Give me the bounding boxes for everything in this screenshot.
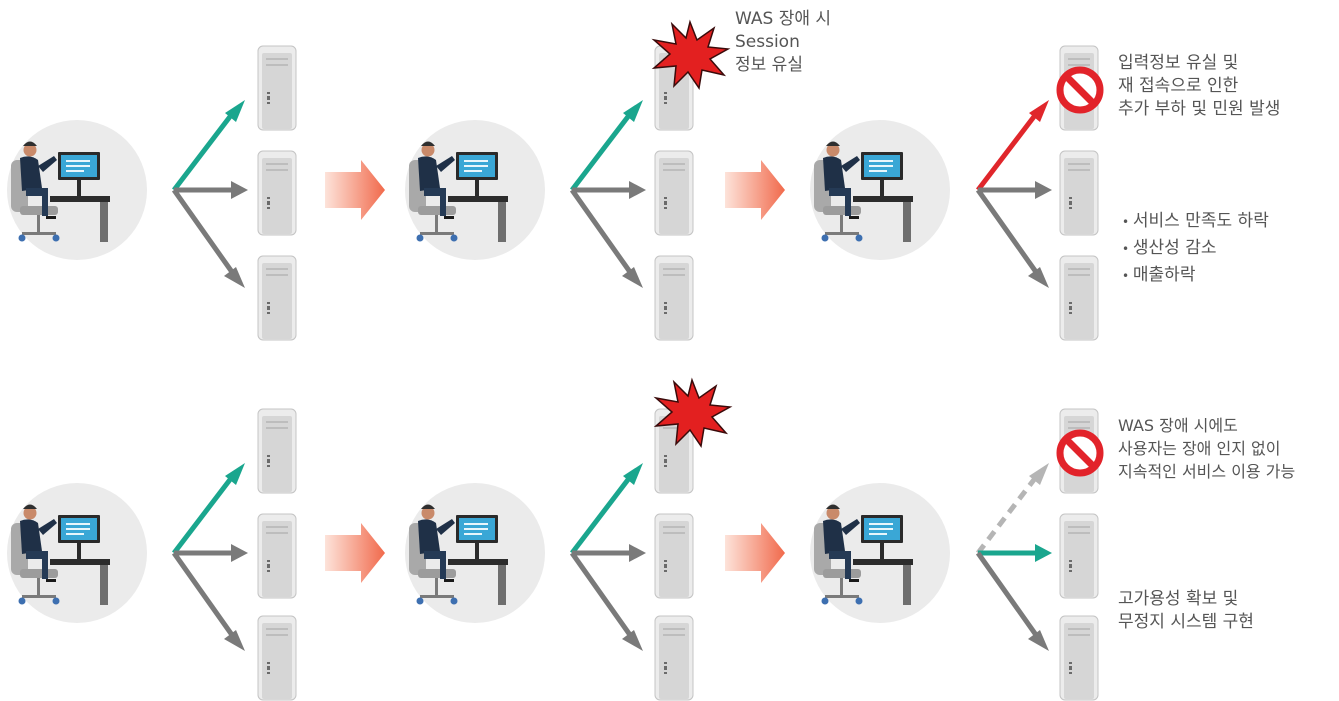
arrow-to-server-3 [224,267,245,288]
stage-normal-top [7,45,297,341]
arrow-to-server-3 [622,630,643,651]
stage-normal-bottom [7,408,297,701]
forbidden-icon [1060,433,1100,473]
arrow-to-server-1 [623,463,643,485]
list-item: • 생산성 감소 [1122,238,1217,258]
impact-list: • 서비스 만족도 하락 • 생산성 감소 • 매출하락 [1122,208,1269,289]
result-note-line: 재 접속으로 인한 [1118,76,1239,96]
transition-arrow-icon [325,160,385,220]
server-tower-icon [257,150,297,236]
arrow-to-failed-server [1029,100,1049,122]
arrow-to-server-1 [225,463,245,485]
arrow-to-server-3 [224,630,245,651]
transition-arrow-icon [325,523,385,583]
result-note-line: 사용자는 장애 인지 없이 [1118,439,1281,458]
dashed-arrow-to-failed-server [976,475,1038,555]
server-tower-icon [257,513,297,599]
arrow-to-server-3 [1028,630,1049,651]
list-item: • 서비스 만족도 하락 [1122,211,1269,231]
server-tower-icon [1059,513,1099,599]
failover-arrow [1035,544,1052,562]
outcome-note-line: 고가용성 확보 및 [1118,589,1239,609]
server-tower-icon [654,150,694,236]
stage-failure-bottom [405,379,731,701]
result-note-bottom: WAS 장애 시에도 사용자는 장애 인지 없이 지속적인 서비스 이용 가능 [1118,414,1295,483]
arrow-to-server-1 [225,100,245,122]
failure-note-top: WAS 장애 시 Session 정보 유실 [735,8,831,77]
arrow-to-server-2 [629,544,646,562]
list-item: • 매출하락 [1122,265,1196,285]
arrow-to-server-2 [231,544,248,562]
transition-arrow-icon [725,160,785,220]
server-tower-icon [257,408,297,494]
result-note-top: 입력정보 유실 및 재 접속으로 인한 추가 부하 및 민원 발생 [1118,52,1280,121]
stage-failure-top [405,21,729,341]
outcome-note-bottom: 고가용성 확보 및 무정지 시스템 구현 [1118,588,1254,634]
failure-note-line: WAS 장애 시 [735,9,832,29]
arrow-to-server-2 [629,181,646,199]
arrow-to-server-3 [1028,267,1049,288]
arrow-to-server-2 [231,181,248,199]
server-tower-icon [257,45,297,131]
transition-arrow-icon [725,523,785,583]
server-tower-icon [257,615,297,701]
outcome-note-line: 무정지 시스템 구현 [1118,612,1254,632]
result-note-line: 입력정보 유실 및 [1118,53,1239,73]
result-note-line: 지속적인 서비스 이용 가능 [1118,462,1296,481]
result-note-line: WAS 장애 시에도 [1118,416,1238,435]
server-tower-icon [1059,255,1099,341]
arrow-to-server-2 [1035,181,1052,199]
server-tower-icon [1059,615,1099,701]
server-tower-icon [654,513,694,599]
server-tower-icon [257,255,297,341]
stage-result-top [810,45,1100,341]
arrow-to-server-3 [622,267,643,288]
failure-note-line: Session [735,32,800,52]
server-tower-icon [1059,150,1099,236]
server-tower-icon [654,615,694,701]
failure-note-line: 정보 유실 [735,55,803,75]
server-tower-icon [654,255,694,341]
arrow-to-server-1 [623,100,643,122]
result-note-line: 추가 부하 및 민원 발생 [1118,99,1281,119]
stage-result-bottom [810,408,1100,701]
forbidden-icon [1060,70,1100,110]
